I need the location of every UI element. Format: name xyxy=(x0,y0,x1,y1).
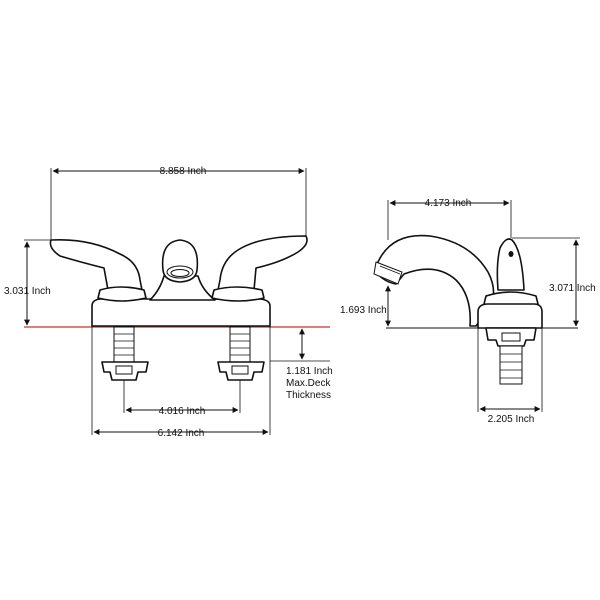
deck-thickness-label-2: Thickness xyxy=(286,390,331,401)
right-handle-collar xyxy=(211,286,265,302)
front-height-label: 3.031 Inch xyxy=(4,286,51,297)
side-handle xyxy=(496,238,525,291)
dimension-deck-thickness: 1.181 Inch Max.Deck Thickness xyxy=(270,328,333,401)
spout-reach-label: 4.173 Inch xyxy=(425,198,472,209)
faucet-base xyxy=(91,298,271,327)
side-view: 4.173 Inch 1.693 Inch 3.071 Inch 2.205 I… xyxy=(340,198,596,425)
left-handle-collar xyxy=(97,286,147,302)
dimension-front-height: 3.031 Inch xyxy=(4,239,51,326)
dimension-base-depth: 2.205 Inch xyxy=(477,328,543,425)
side-height-label: 3.071 Inch xyxy=(549,283,596,294)
dimension-overall-width: 8.858 Inch xyxy=(50,166,307,240)
center-spacing-label: 4.016 Inch xyxy=(159,406,206,417)
right-shank xyxy=(217,326,265,381)
side-spout-tip xyxy=(373,261,403,285)
side-handle-dot xyxy=(508,251,514,257)
dimension-base-width: 6.142 Inch xyxy=(91,326,271,439)
base-depth-label: 2.205 Inch xyxy=(488,414,535,425)
spout-body xyxy=(149,275,216,301)
spout-height-label: 1.693 Inch xyxy=(340,305,387,316)
dimension-center-spacing: 4.016 Inch xyxy=(123,380,241,417)
front-view: 8.858 Inch 3.031 Inch 1.181 Inch Max.Dec… xyxy=(4,166,333,439)
aerator-inner xyxy=(170,269,190,277)
left-handle xyxy=(49,238,143,294)
side-body xyxy=(477,303,543,329)
side-spout-arm xyxy=(375,234,495,327)
dimension-spout-reach: 4.173 Inch xyxy=(387,198,512,240)
dimension-side-height: 3.071 Inch xyxy=(512,237,596,327)
dimension-spout-height: 1.693 Inch xyxy=(340,285,391,327)
base-width-label: 6.142 Inch xyxy=(158,428,205,439)
left-shank xyxy=(101,326,149,381)
overall-width-label: 8.858 Inch xyxy=(160,166,207,177)
side-shank xyxy=(485,327,537,385)
deck-thickness-label-1: Max.Deck xyxy=(286,378,331,389)
right-handle xyxy=(217,235,308,294)
deck-thickness-value: 1.181 Inch xyxy=(286,366,333,377)
